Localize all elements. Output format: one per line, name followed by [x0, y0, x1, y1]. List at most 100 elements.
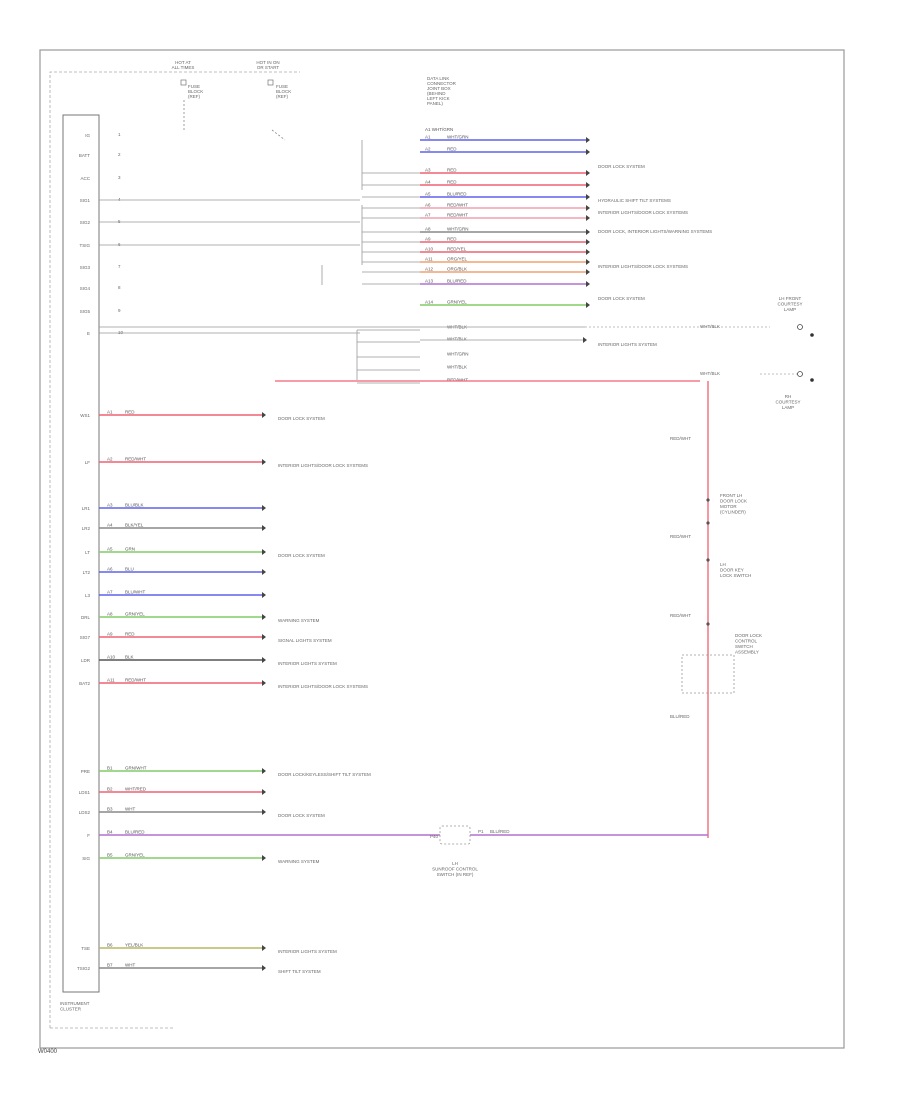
lock-control-switch-label: CONTROL [735, 639, 757, 644]
wire-pin-code: B1 [107, 766, 113, 771]
module-pin-number: 2 [118, 152, 121, 157]
wire-pin-code: B5 [107, 853, 113, 858]
connector-arrow-icon [586, 205, 590, 211]
wire-pin-code: A9 [425, 237, 431, 242]
circuit-description: SIGNAL LIGHTS SYSTEM [278, 638, 332, 643]
wire-pin-code: B4 [107, 830, 113, 835]
wire-pin-code: A7 [107, 590, 113, 595]
wire-color-label: WHT [125, 963, 135, 968]
connector-arrow-icon [586, 281, 590, 287]
wire-pin-code: A3 [425, 168, 431, 173]
module-pin-label: L3 [85, 593, 91, 598]
module-pin-label: F [87, 833, 90, 838]
wire-pin-code: A13 [425, 279, 434, 284]
fuse-block-right-label: FUSE [276, 84, 288, 89]
connector-arrow-icon [262, 965, 266, 971]
pillar-lamp-label: LAMP [782, 405, 794, 410]
module-pin-label: SIG [82, 856, 90, 861]
module-pin-label: LDS2 [79, 810, 91, 815]
wire-pin-code: A12 [425, 267, 434, 272]
courtesy-lamp-label: LH FRONT [779, 296, 802, 301]
junction-connector-label: DATA LINK [427, 76, 449, 81]
module-pin-label: LR2 [82, 526, 91, 531]
sunroof-switch-label: SWITCH (IN REF) [437, 872, 474, 877]
fuse-icon [267, 79, 274, 86]
lamp-icon [797, 371, 803, 377]
module-pin-label: LT2 [83, 570, 91, 575]
lock-control-switch-label: ASSEMBLY [735, 650, 759, 655]
connector-arrow-icon [262, 634, 266, 640]
wire-color-label: BLU/BLK [125, 503, 144, 508]
connector-arrow-icon [262, 525, 266, 531]
circuit-description: DOOR LOCK SYSTEM [278, 416, 325, 421]
connector-arrow-icon [586, 215, 590, 221]
wire-pin-code: B3 [107, 807, 113, 812]
wire-pin-code: A5 [107, 547, 113, 552]
connector-arrow-icon [586, 194, 590, 200]
module-pin-label: LF [85, 460, 91, 465]
wire-pin-code: A2 [425, 147, 431, 152]
ground-wire-label: WHT/BLK [700, 324, 720, 329]
connector-arrow-icon [262, 680, 266, 686]
module-pin-number: 10 [118, 330, 124, 335]
wire-color-label: WHT/GRN [447, 135, 469, 140]
module-pin-number: 9 [118, 308, 121, 313]
wire-color-label: RED/YEL [447, 247, 467, 252]
fuse-label-hot-in-on: HOT IN ON [256, 60, 279, 65]
diagram-reference-code: W0400 [38, 1049, 58, 1055]
wire-pin-code: A7 [425, 213, 431, 218]
connector-arrow-icon [586, 249, 590, 255]
wire-color-label: RED/WHT [447, 203, 468, 208]
module-pin-number: 5 [118, 219, 121, 224]
switch-assembly-box [681, 654, 735, 694]
pillar-lamp-label: COURTESY [776, 400, 801, 405]
wire-pin-code: A2 [107, 457, 113, 462]
connector-arrow-icon [586, 149, 590, 155]
module-dashed-boundary [49, 71, 300, 1028]
circuit-description: DOOR LOCK SYSTEM [598, 296, 645, 301]
junction-top-label: A1 WHT/GRN [425, 127, 453, 132]
module-pin-number: 4 [118, 197, 121, 202]
junction-connector-label: JOINT BOX [427, 86, 451, 91]
circuit-description: INTERIOR LIGHTS/DOOR LOCK SYSTEMS [598, 264, 688, 269]
wire-color-label: RED/WHT [447, 378, 468, 383]
module-pin-label: LDR [81, 658, 91, 663]
door-lock-motor-label: DOOR LOCK [720, 499, 747, 504]
wire-color-label: RED/WHT [125, 678, 146, 683]
module-pin-label: BAT2 [79, 681, 90, 686]
junction-connector-label: (BEHIND [427, 91, 446, 96]
wire-color-label: GRN/YEL [447, 300, 467, 305]
circuit-description: INTERIOR LIGHTS/DOOR LOCK SYSTEMS [598, 210, 688, 215]
fuse-label-hot-in-on: OR START [257, 65, 280, 70]
wire-pin-code: A6 [425, 203, 431, 208]
module-pin-label: TSE [81, 946, 90, 951]
circuit-description: INTERIOR LIGHTS/DOOR LOCK SYSTEMS [278, 463, 368, 468]
instrument-cluster-label: CLUSTER [60, 1007, 82, 1012]
connector-arrow-icon [262, 614, 266, 620]
connector-arrow-icon [262, 768, 266, 774]
connector-code: P40 [430, 834, 439, 839]
wire-color-label: WHT/BLK [447, 365, 467, 370]
module-pin-label: LDS1 [79, 790, 91, 795]
module-pin-label: SIG4 [80, 286, 91, 291]
wire-color-label: BLU/RED [125, 830, 145, 835]
module-pin-label: SIG3 [80, 265, 91, 270]
connector-arrow-icon [262, 809, 266, 815]
pillar-lamp-label: RH [785, 394, 792, 399]
module-pin-label: TSIG2 [77, 966, 91, 971]
connector-arrow-icon [586, 239, 590, 245]
connector-arrow-icon [583, 337, 587, 343]
module-pin-label: DRL [81, 615, 90, 620]
wire-pin-code: B2 [107, 787, 113, 792]
circuit-description: INTERIOR LIGHTS SYSTEM [598, 342, 657, 347]
wire-color-label: WHT/BLK [447, 337, 467, 342]
connector-arrow-icon [262, 412, 266, 418]
node-wire-label: RED/WHT [670, 534, 691, 539]
terminal-dot [706, 622, 710, 626]
wire-color-label: WHT [125, 807, 135, 812]
connector-arrow-icon [586, 229, 590, 235]
wire-color-label: RED [125, 410, 135, 415]
module-pin-label: PRE [81, 769, 90, 774]
courtesy-lamp-label: LAMP [784, 307, 796, 312]
